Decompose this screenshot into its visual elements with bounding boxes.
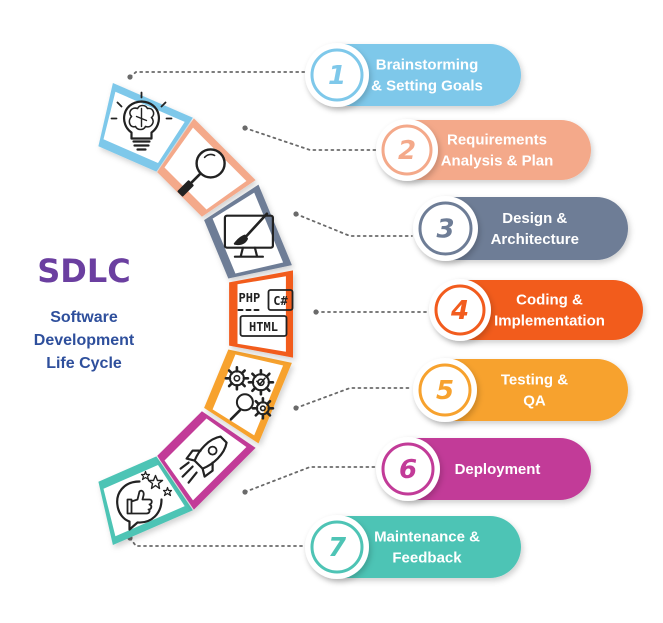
step-pills: 1 Brainstorming & Setting Goals 2 Requiremen… <box>305 43 643 579</box>
step-number: 5 <box>436 376 454 406</box>
monitor-paintbrush-icon <box>223 212 274 258</box>
subtitle-line-1: Software <box>50 309 118 326</box>
connector-line <box>293 387 413 411</box>
step-pill-7: 7 Maintenance & Feedback <box>305 515 521 579</box>
icon-html-label: HTML <box>249 320 278 334</box>
step-number: 6 <box>399 455 417 485</box>
connector-line <box>242 125 377 151</box>
step-number: 4 <box>450 296 469 326</box>
step-pill-5: 5 Testing & QA <box>413 358 628 422</box>
step-label-line: Brainstorming <box>376 57 479 74</box>
step-label-line: Maintenance & <box>374 529 480 546</box>
connector-line <box>127 71 306 80</box>
step-label-line: Requirements <box>447 132 547 149</box>
connector-line <box>293 211 413 237</box>
arc-segments: PHP C# HTML <box>98 83 294 545</box>
icon-php-label: PHP <box>239 291 261 305</box>
step-label-line: Coding & <box>516 292 583 309</box>
step-number: 3 <box>436 215 454 245</box>
step-label-line: Architecture <box>491 231 579 248</box>
connector-line <box>313 309 431 315</box>
connector-line <box>127 535 306 547</box>
step-pill-4: 4 Coding & Implementation <box>429 279 643 341</box>
step-label-line: Feedback <box>392 550 462 567</box>
arc-segment-6 <box>157 411 256 510</box>
connector-line <box>242 466 377 495</box>
step-label-line: Deployment <box>455 461 541 478</box>
icon-csharp-label: C# <box>273 294 288 308</box>
step-pill-1: 1 Brainstorming & Setting Goals <box>305 43 521 107</box>
gears-check-icon <box>224 365 275 421</box>
brain-lightbulb-icon <box>110 91 173 151</box>
page-title: SDLC <box>37 252 130 290</box>
step-label-line: Analysis & Plan <box>441 153 554 170</box>
subtitle-line-2: Development <box>34 332 135 349</box>
thumbs-up-feedback-icon <box>116 470 173 531</box>
step-number: 2 <box>398 136 416 166</box>
arc-segment-4 <box>229 270 293 358</box>
step-label-line: QA <box>523 393 546 410</box>
code-php-csharp-html-icon: PHP C# HTML <box>237 289 294 337</box>
step-label-line: Testing & <box>501 372 568 389</box>
step-label-line: Implementation <box>494 313 605 330</box>
step-label-line: & Setting Goals <box>371 78 483 95</box>
step-pill-6: 6 Deployment <box>376 437 591 501</box>
step-number: 7 <box>328 533 347 563</box>
step-label-line: Design & <box>502 210 567 227</box>
title-block: SDLC Software Development Life Cycle <box>34 252 135 372</box>
step-number: 1 <box>328 61 346 91</box>
step-pill-3: 3 Design & Architecture <box>413 196 628 261</box>
magnifier-icon <box>177 148 226 197</box>
subtitle-line-3: Life Cycle <box>46 355 122 372</box>
rocket-icon <box>179 435 228 484</box>
